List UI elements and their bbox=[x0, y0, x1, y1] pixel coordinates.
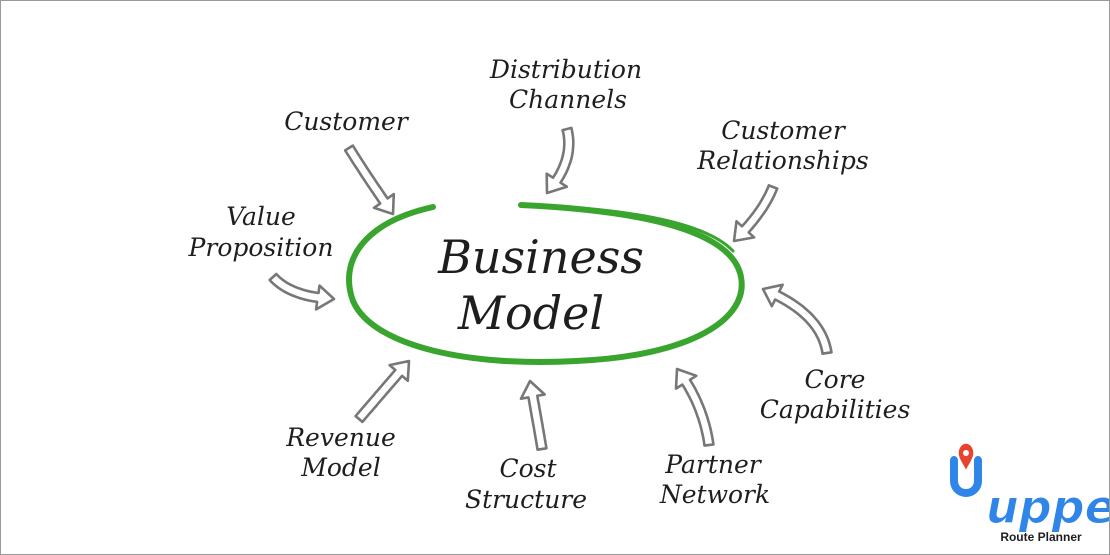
arrow-value-icon bbox=[268, 272, 336, 311]
label-distribution-line1: Distribution bbox=[489, 55, 642, 84]
label-capabilities-line2: Capabilities bbox=[760, 395, 911, 424]
label-partner-line1: Partner bbox=[664, 450, 762, 479]
arrow-capabilities-icon bbox=[761, 283, 833, 355]
label-relationships-line1: Customer bbox=[721, 116, 847, 145]
label-value-line1: Value bbox=[226, 202, 296, 231]
label-revenue-line1: Revenue bbox=[285, 423, 396, 452]
logo-tagline: Route Planner bbox=[1000, 530, 1082, 544]
center-title-line1: Business bbox=[437, 230, 644, 284]
ellipse-stroke-main bbox=[346, 202, 745, 366]
logo-word: upper bbox=[986, 480, 1110, 534]
label-customer: Customer bbox=[284, 107, 410, 136]
arrow-partner-icon bbox=[674, 367, 715, 447]
center-ellipse bbox=[346, 202, 745, 366]
label-revenue-line2: Model bbox=[300, 453, 380, 482]
label-capabilities-line1: Core bbox=[805, 365, 866, 394]
label-distribution-line2: Channels bbox=[509, 85, 627, 114]
label-cost-line1: Cost bbox=[499, 454, 557, 483]
label-relationships-line2: Relationships bbox=[696, 146, 868, 175]
arrow-distribution-icon bbox=[545, 126, 575, 195]
label-partner-line2: Network bbox=[659, 480, 770, 509]
arrow-relationships-icon bbox=[732, 184, 779, 243]
arrows-group bbox=[268, 126, 833, 451]
ellipse-stroke-tail bbox=[519, 203, 735, 253]
label-value-line2: Proposition bbox=[188, 233, 334, 262]
brand-logo: upper Route Planner bbox=[948, 442, 1110, 544]
arrow-cost-icon bbox=[519, 379, 548, 451]
center-title-line2: Model bbox=[457, 286, 604, 340]
label-cost-line2: Structure bbox=[465, 485, 587, 514]
arrow-customer-icon bbox=[343, 144, 396, 216]
arrow-revenue-icon bbox=[354, 359, 411, 424]
logo-pin-icon bbox=[948, 442, 984, 500]
